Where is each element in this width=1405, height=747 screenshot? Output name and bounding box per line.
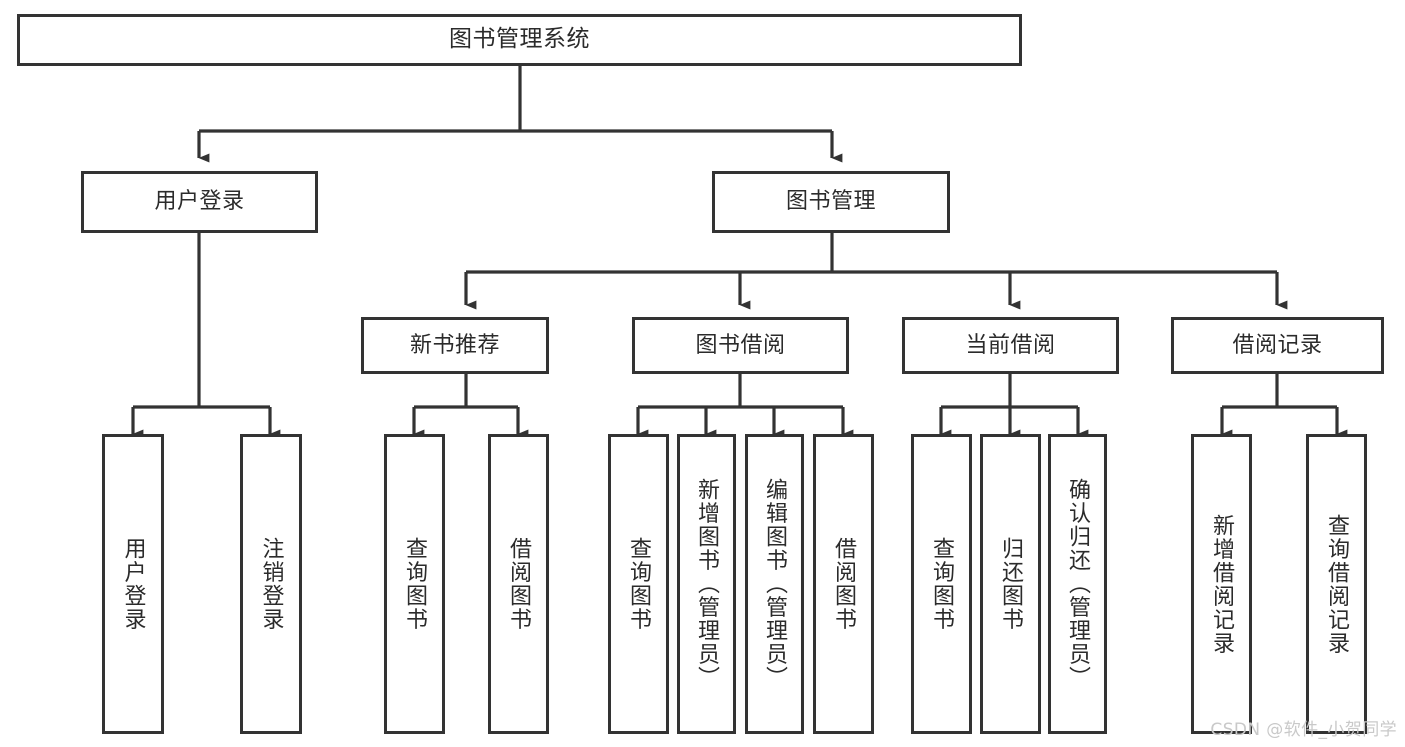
node-label: 借阅图书 (506, 537, 532, 631)
leaf-query-book-current[interactable]: 查询图书 (911, 434, 972, 734)
leaf-confirm-return[interactable]: 确认归还（管理员） (1048, 434, 1107, 734)
node-current-borrow[interactable]: 当前借阅 (902, 317, 1119, 374)
node-label: 新增借阅记录 (1209, 513, 1235, 655)
leaf-borrow-book-recommend[interactable]: 借阅图书 (488, 434, 549, 734)
node-label: 图书管理 (785, 189, 876, 215)
node-label: 当前借阅 (965, 332, 1056, 358)
node-label: 借阅图书 (831, 537, 857, 631)
leaf-query-borrow-record[interactable]: 查询借阅记录 (1306, 434, 1367, 734)
node-label: 编辑图书（管理员） (762, 478, 788, 690)
node-label: 查询借阅记录 (1324, 513, 1350, 655)
leaf-query-book-borrow[interactable]: 查询图书 (608, 434, 669, 734)
node-root-system[interactable]: 图书管理系统 (17, 14, 1022, 66)
node-label: 归还图书 (998, 537, 1024, 631)
node-label: 查询图书 (402, 537, 428, 631)
node-borrow-record[interactable]: 借阅记录 (1171, 317, 1384, 374)
leaf-user-login[interactable]: 用户登录 (102, 434, 164, 734)
leaf-add-book[interactable]: 新增图书（管理员） (677, 434, 736, 734)
node-new-book-recommend[interactable]: 新书推荐 (361, 317, 549, 374)
node-book-borrow[interactable]: 图书借阅 (632, 317, 849, 374)
node-label: 新增图书（管理员） (694, 478, 720, 690)
node-user-login[interactable]: 用户登录 (81, 171, 318, 233)
node-label: 用户登录 (120, 537, 146, 631)
leaf-edit-book[interactable]: 编辑图书（管理员） (745, 434, 804, 734)
leaf-query-book-recommend[interactable]: 查询图书 (384, 434, 445, 734)
node-label: 查询图书 (929, 537, 955, 631)
leaf-return-book[interactable]: 归还图书 (980, 434, 1041, 734)
leaf-borrow-book[interactable]: 借阅图书 (813, 434, 874, 734)
csdn-watermark: CSDN @软件_小贺同学 (1210, 720, 1397, 740)
node-label: 注销登录 (258, 537, 284, 631)
node-label: 新书推荐 (409, 332, 500, 358)
leaf-logout[interactable]: 注销登录 (240, 434, 302, 734)
node-label: 借阅记录 (1232, 332, 1323, 358)
node-label: 图书借阅 (695, 332, 786, 358)
node-label: 用户登录 (154, 189, 245, 215)
node-label: 查询图书 (626, 537, 652, 631)
node-label: 图书管理系统 (449, 26, 590, 53)
leaf-add-borrow-record[interactable]: 新增借阅记录 (1191, 434, 1252, 734)
node-label: 确认归还（管理员） (1065, 478, 1091, 690)
node-book-manage[interactable]: 图书管理 (712, 171, 950, 233)
